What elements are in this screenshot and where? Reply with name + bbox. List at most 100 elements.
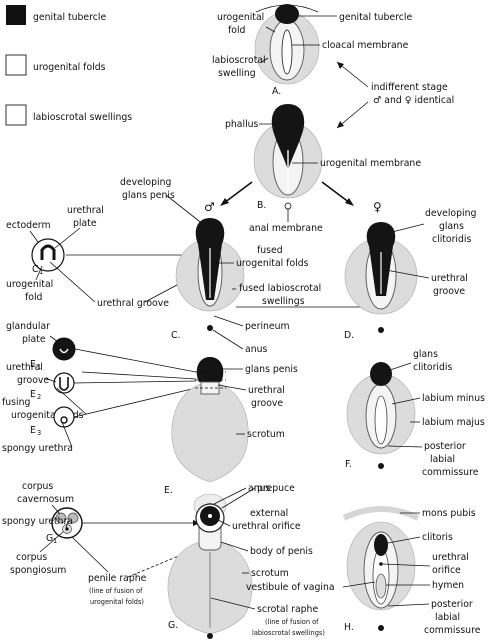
h-label-clitoris: clitoris (422, 532, 453, 543)
c-letter: C. (171, 330, 180, 341)
stage-a-genital-tubercle (275, 4, 299, 24)
f-label-posterior: posterior (424, 441, 466, 452)
stage-b-letter: B. (257, 200, 266, 211)
female-h: mons pubis clitoris urethral orifice hym… (246, 506, 481, 636)
male-g: prepuce external urethral orifice body o… (167, 483, 325, 639)
e1-sub: 1 (37, 363, 41, 371)
e-label-groove: groove (17, 375, 49, 386)
stage-a-label-swelling: swelling (218, 68, 256, 79)
g-label-urethral-orifice: urethral orifice (232, 521, 301, 532)
f-label-commissure: commissure (422, 467, 479, 478)
e-label-glans-penis: glans penis (245, 364, 298, 375)
g-label-external: external (250, 508, 288, 519)
e-label-scrotum: scrotum (247, 429, 285, 440)
leader-c1-ectoderm (29, 230, 39, 243)
stage-b-anal-membrane (284, 202, 292, 210)
legend-swatch-genital-tubercle (6, 5, 26, 25)
e-scrotum (171, 381, 249, 483)
arrowhead-b-to-female (345, 198, 354, 206)
h-urethral-orifice (379, 562, 383, 566)
indifferent-line-2: ♂ and ♀ identical (373, 95, 454, 106)
e2-id: E (30, 389, 36, 400)
c-label-perineum: perineum (245, 321, 290, 332)
g-label-scrotal-raphe: scrotal raphe (257, 604, 318, 615)
f-label-labium-minus: labium minus (422, 393, 485, 404)
c-label-glans-penis: glans penis (122, 190, 175, 201)
e-label-urethral: urethral (6, 362, 43, 373)
e-glans-penis (196, 357, 224, 382)
legend-label-urogenital-folds: urogenital folds (33, 62, 106, 73)
arrowhead-indifferent-to-a (337, 62, 344, 69)
leader-g-body (220, 541, 249, 552)
leader-d-groove (385, 269, 430, 279)
h-clitoris (374, 534, 388, 556)
e-label-groove: groove (251, 398, 283, 409)
d-anus (378, 327, 384, 333)
h-label-vestibule: vestibule of vagina (246, 582, 335, 593)
leader-f-minus (391, 397, 421, 405)
g-label-scrotum: scrotum (251, 568, 289, 579)
leader-e-groove2 (217, 384, 247, 391)
arrow-b-to-female (321, 181, 351, 204)
d-label-groove: groove (433, 286, 465, 297)
leader-d-glans (391, 223, 425, 233)
e-letter: E. (164, 485, 173, 496)
e3-id: E (30, 425, 36, 436)
c1-label-urethral-groove: urethral groove (97, 298, 169, 309)
g1-label-urogenital-folds: urogenital folds) (90, 598, 144, 606)
g1-urethra (65, 527, 69, 531)
c1-urethral-plate (40, 244, 56, 260)
f-vestibule (374, 395, 388, 445)
leader-h-commissure (387, 603, 430, 607)
g-letter: G. (168, 620, 178, 631)
g1-label-spongiosum: spongiosum (10, 565, 66, 576)
h-letter: H. (344, 622, 354, 633)
h-label-urethral: urethral (432, 552, 469, 563)
e2-groove (59, 377, 69, 391)
f-label-labial: labial (430, 454, 455, 465)
stage-a-label-fold: fold (228, 25, 246, 36)
c-label-developing: developing (120, 177, 171, 188)
e-label-glandular: glandular (6, 321, 50, 332)
leader-g-prepuce (221, 487, 256, 509)
e1-groove (59, 348, 69, 354)
g1-label-line-of-fusion: (line of fusion of (89, 587, 143, 595)
d-label-urethral: urethral (431, 273, 468, 284)
leader-g1-spongy (65, 520, 69, 529)
h-label-labial: labial (435, 612, 460, 623)
c-label-swellings: swellings (262, 296, 305, 307)
leader-e-groove-to-e (81, 371, 197, 380)
arrowhead-b-to-male (220, 198, 229, 206)
arrow-indifferent-to-b (336, 101, 369, 129)
d-label-clitoridis: clitoridis (432, 234, 472, 245)
c-label-anus: anus (245, 344, 267, 355)
g-anus (207, 633, 213, 639)
h-anus (378, 625, 384, 631)
g-label-prepuce: prepuce (257, 483, 295, 494)
f-glans-clitoridis (370, 362, 392, 386)
stage-b: phallus urogenital membrane anal membran… (204, 104, 421, 234)
male-symbol: ♂ (204, 200, 215, 214)
g-label-line-of-fusion: (line of fusion of (265, 618, 319, 626)
c1-label-urogenital: urogenital (6, 279, 53, 290)
e3-urethra (60, 416, 68, 424)
h-mons-arc (342, 506, 420, 521)
stage-b-phallus (271, 104, 305, 170)
c-anus (207, 325, 213, 331)
e-label-fusing: fusing (2, 397, 30, 408)
stage-a-label-urogenital: urogenital (217, 12, 264, 23)
f-anus (378, 463, 384, 469)
arrow-e2 (73, 380, 197, 384)
section-e-series: glandular plate urethral groove fusing u… (2, 321, 197, 454)
g-label-labioscrotal: labioscrotal swellings) (252, 629, 325, 637)
e-label-urethral: urethral (248, 385, 285, 396)
f-label-labium-majus: labium majus (422, 417, 485, 428)
indifferent-stage-note: indifferent stage ♂ and ♀ identical (336, 61, 454, 129)
arrow-b-to-male (223, 181, 253, 204)
d-label-glans: glans (439, 221, 464, 232)
arrowhead-indifferent-to-b (337, 121, 344, 128)
leader-e-spongy (61, 421, 73, 448)
stage-a-cloacal-membrane (281, 29, 293, 75)
male-c: developing glans penis fused urogenital … (120, 177, 375, 355)
stage-a-label-labioscrotal: labioscrotal (212, 55, 266, 66)
